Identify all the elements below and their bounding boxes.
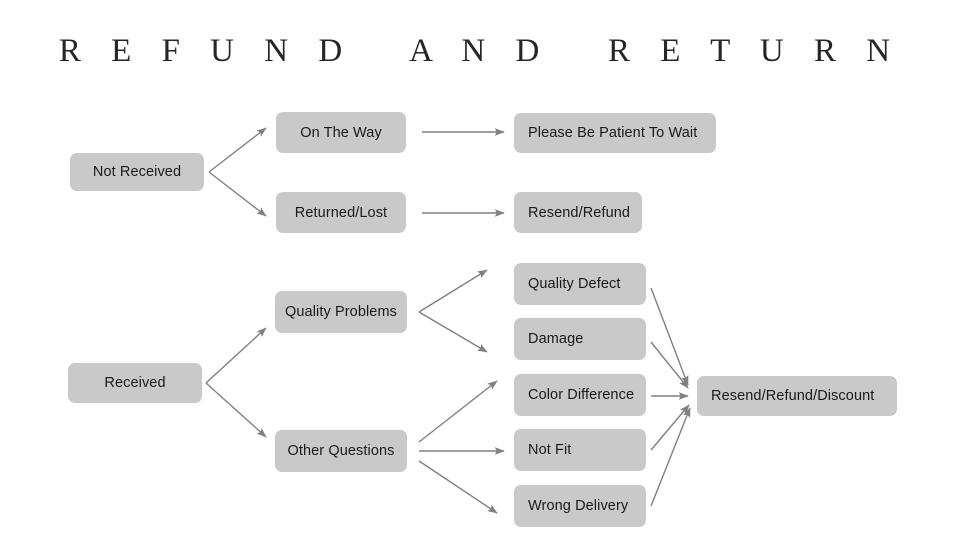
node-resend-refund-discount[interactable]: Resend/Refund/Discount <box>697 376 897 416</box>
node-resend-refund[interactable]: Resend/Refund <box>514 192 642 233</box>
edge-other-questions-to-color-difference <box>418 380 498 443</box>
node-other-questions[interactable]: Other Questions <box>275 430 407 472</box>
edge-received-to-other-questions <box>205 382 267 438</box>
node-not-fit[interactable]: Not Fit <box>514 429 646 471</box>
edge-not-fit-to-resend-refund-discount <box>650 404 690 451</box>
node-please-be-patient-to-wait[interactable]: Please Be Patient To Wait <box>514 113 716 153</box>
edge-received-to-quality-problems <box>205 327 267 384</box>
edge-not-received-to-on-the-way <box>208 127 267 173</box>
node-not-received[interactable]: Not Received <box>70 153 204 191</box>
node-wrong-delivery[interactable]: Wrong Delivery <box>514 485 646 527</box>
node-returned-lost[interactable]: Returned/Lost <box>276 192 406 233</box>
edge-quality-problems-to-damage <box>418 311 488 353</box>
node-quality-problems[interactable]: Quality Problems <box>275 291 407 333</box>
edge-other-questions-to-wrong-delivery <box>418 460 498 514</box>
page-title: R E F U N D A N D R E T U R N <box>58 33 902 69</box>
node-on-the-way[interactable]: On The Way <box>276 112 406 153</box>
edge-quality-defect-to-resend-refund-discount <box>650 287 689 386</box>
node-color-difference[interactable]: Color Difference <box>514 374 646 416</box>
node-received[interactable]: Received <box>68 363 202 403</box>
edge-quality-problems-to-quality-defect <box>418 269 488 313</box>
node-quality-defect[interactable]: Quality Defect <box>514 263 646 305</box>
edge-wrong-delivery-to-resend-refund-discount <box>650 407 691 507</box>
edge-not-received-to-returned-lost <box>208 171 267 217</box>
node-damage[interactable]: Damage <box>514 318 646 360</box>
edge-damage-to-resend-refund-discount <box>650 341 689 389</box>
